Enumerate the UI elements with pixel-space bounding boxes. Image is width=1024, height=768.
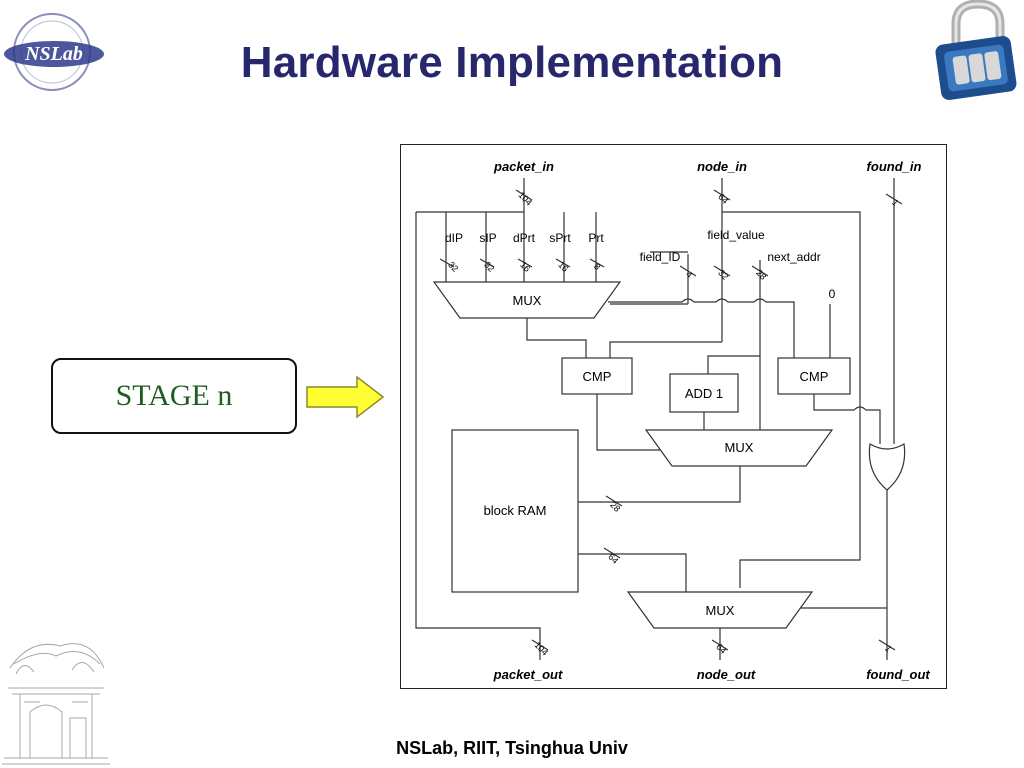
next-addr-label: next_addr <box>767 250 820 264</box>
padlock-icon <box>935 0 1017 100</box>
stage-box: STAGE n <box>51 358 297 434</box>
node-in-label: node_in <box>697 159 747 174</box>
mux-top-label: MUX <box>513 293 542 308</box>
add1-label: ADD 1 <box>685 386 723 401</box>
cmp-left-label: CMP <box>583 369 612 384</box>
cmp-right-label: CMP <box>800 369 829 384</box>
pipeline-stage-diagram: packet_in node_in found_in packet_out no… <box>400 144 947 689</box>
field-id-label: field_ID <box>640 250 681 264</box>
field-value-label: field_value <box>707 228 765 242</box>
slide-footer: NSLab, RIIT, Tsinghua Univ <box>396 738 628 758</box>
packet-out-label: packet_out <box>493 667 563 682</box>
logo-text: NSLab <box>24 43 83 65</box>
packet-in-label: packet_in <box>493 159 554 174</box>
mux-bottom <box>626 591 814 629</box>
or-gate <box>868 443 906 491</box>
found-in-width: 1 <box>890 197 901 208</box>
block-ram <box>451 429 579 593</box>
field-id-width: 4 <box>684 269 695 280</box>
found-out-label: found_out <box>866 667 930 682</box>
packet-to-right-cmp <box>608 298 795 358</box>
right-arrow-icon <box>306 375 385 419</box>
found-out-width: 1 <box>883 643 894 654</box>
or-out-wire <box>800 490 888 660</box>
mux-mid-to-ram <box>578 466 741 503</box>
nslab-logo-icon: NSLab <box>4 13 104 91</box>
add1-input <box>707 355 760 374</box>
mux-bottom-label: MUX <box>706 603 735 618</box>
cmp-right-out <box>813 394 881 444</box>
mux-mid-label: MUX <box>725 440 754 455</box>
block-ram-label: block RAM <box>484 503 547 518</box>
node-field-taps <box>687 212 761 430</box>
to-left-cmp <box>526 318 722 358</box>
packet-field-taps <box>445 212 597 282</box>
field-label-sip: sIP <box>479 231 496 245</box>
mux-mid <box>644 429 834 467</box>
field-width-prt: 8 <box>592 261 603 272</box>
field-label-dprt: dPrt <box>513 231 536 245</box>
found-in-label: found_in <box>867 159 922 174</box>
mux-top <box>432 281 622 319</box>
cmp-right <box>777 357 851 395</box>
node-out-label: node_out <box>697 667 756 682</box>
cmp-left-out <box>596 394 660 451</box>
slide-title: Hardware Implementation <box>240 38 784 87</box>
building-sketch-icon <box>2 643 110 765</box>
add1-block <box>669 373 739 413</box>
field-label-sprt: sPrt <box>549 231 571 245</box>
node-bus <box>721 178 861 588</box>
field-label-dip: dIP <box>445 231 463 245</box>
cmp-left <box>561 357 633 395</box>
field-label-prt: Prt <box>588 231 604 245</box>
stage-label: STAGE n <box>115 379 233 412</box>
zero-label: 0 <box>829 287 836 301</box>
